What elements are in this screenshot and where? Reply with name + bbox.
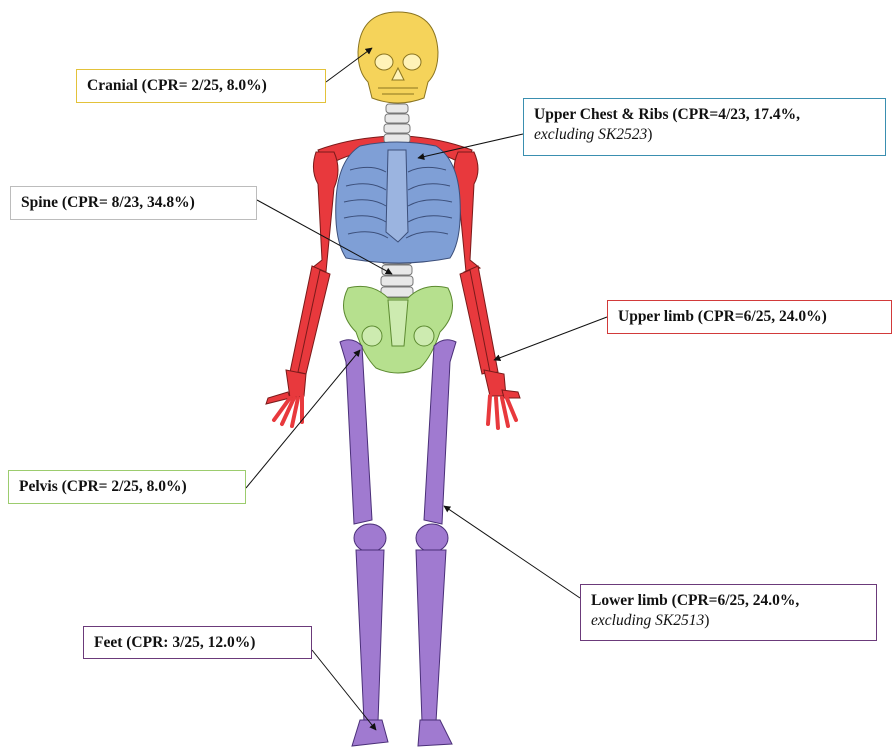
label-spine: Spine (CPR= 8/23, 34.8%) <box>10 186 257 220</box>
label-cranial-text: Cranial (CPR= 2/25, 8.0%) <box>87 77 267 94</box>
label-upper-chest-ribs: Upper Chest & Ribs (CPR=4/23, 17.4%, exc… <box>523 98 886 156</box>
label-pelvis: Pelvis (CPR= 2/25, 8.0%) <box>8 470 246 504</box>
label-spine-text: Spine (CPR= 8/23, 34.8%) <box>21 194 195 211</box>
arrow-upper-limb <box>494 317 607 360</box>
label-upper-chest-ribs-close: ) <box>647 126 652 143</box>
lower-limb-region <box>340 340 456 722</box>
label-cranial: Cranial (CPR= 2/25, 8.0%) <box>76 69 326 103</box>
label-feet-text: Feet (CPR: 3/25, 12.0%) <box>94 634 255 651</box>
label-lower-limb-note: excluding SK2513 <box>591 612 704 629</box>
label-lower-limb: Lower limb (CPR=6/25, 24.0%, excluding S… <box>580 584 877 641</box>
label-upper-chest-ribs-note: excluding SK2523 <box>534 126 647 143</box>
cranial-region <box>358 12 438 103</box>
label-pelvis-text: Pelvis (CPR= 2/25, 8.0%) <box>19 478 187 495</box>
label-upper-limb: Upper limb (CPR=6/25, 24.0%) <box>607 300 892 334</box>
label-upper-chest-ribs-text: Upper Chest & Ribs (CPR=4/23, 17.4%, <box>534 105 875 125</box>
label-lower-limb-close: ) <box>704 612 709 629</box>
upper-chest-ribs-region <box>336 142 461 263</box>
label-upper-limb-text: Upper limb (CPR=6/25, 24.0%) <box>618 308 827 325</box>
arrow-lower-limb <box>444 506 580 598</box>
feet-region <box>352 720 452 746</box>
label-feet: Feet (CPR: 3/25, 12.0%) <box>83 626 312 659</box>
label-lower-limb-text: Lower limb (CPR=6/25, 24.0%, <box>591 591 866 611</box>
